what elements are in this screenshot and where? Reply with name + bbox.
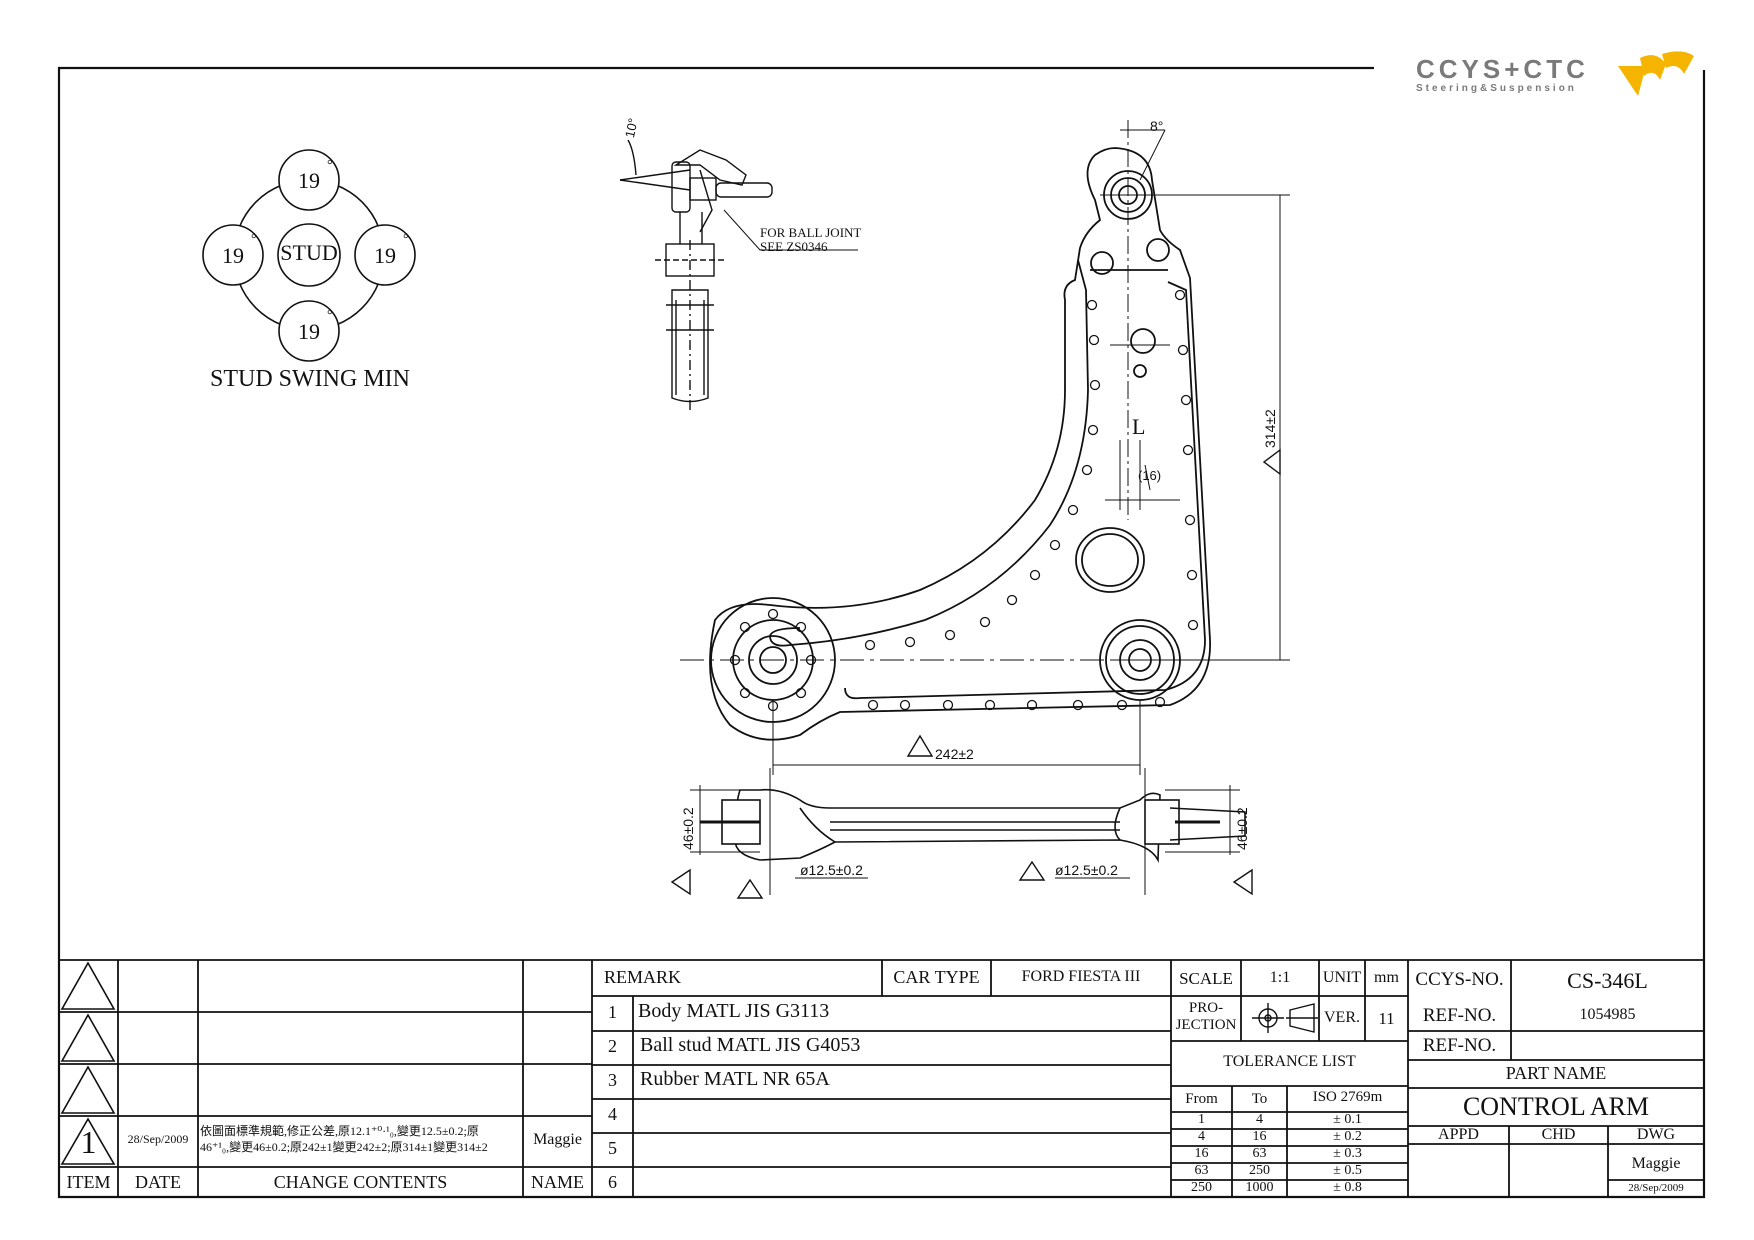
tol-to-header: To (1251, 1091, 1268, 1107)
ball-joint-note-2: SEE ZS0346 (760, 239, 828, 254)
section-view-drawing (690, 768, 1246, 895)
remark-header: REMARK (604, 967, 682, 987)
tol-row-2-from: 4 (1198, 1129, 1205, 1144)
scale-value: 1:1 (1269, 969, 1291, 986)
version-label: VER. (1324, 1009, 1360, 1026)
logo-brand-text: CCYS+CTC (1416, 54, 1589, 84)
unit-value: mm (1374, 969, 1399, 986)
offset-dimension: (16) (1138, 468, 1162, 483)
dwg-name: Maggie (1631, 1155, 1681, 1172)
appd-label: APPD (1438, 1126, 1479, 1143)
unit-label: UNIT (1322, 969, 1362, 986)
stud-angle-right: 19 (374, 243, 396, 268)
degree-mark-top: ° (327, 158, 333, 173)
stud-swing-diagram (202, 149, 416, 362)
remark-row-1-no: 1 (608, 1002, 617, 1022)
plan-centerlines (680, 120, 1290, 775)
ccys-no-value: CS-346L (1567, 968, 1648, 993)
tol-row-2-value: ± 0.2 (1333, 1129, 1362, 1144)
tol-row-3-from: 16 (1194, 1146, 1209, 1161)
stud-angle-bottom: 19 (298, 319, 320, 344)
revision-change-line-2: 46⁺¹₀,變更46±0.2;原242±1變更242±2;原314±1變更314… (200, 1140, 488, 1154)
side-mark-label: L (1132, 414, 1146, 439)
tol-row-5-to: 1000 (1245, 1180, 1274, 1195)
tol-row-4-to: 250 (1249, 1163, 1270, 1178)
date-header: DATE (135, 1172, 181, 1192)
tol-row-5-value: ± 0.8 (1333, 1180, 1362, 1195)
right-bore-dim: ø12.5±0.2 (1055, 862, 1118, 878)
stud-angle-top: 19 (298, 168, 320, 193)
stud-center-label: STUD (280, 240, 338, 265)
right-height-dim: 46±0.2 (1234, 807, 1250, 850)
height-dimension: 314±2 (1262, 409, 1278, 448)
ref-no-label-1: REF-NO. (1422, 1005, 1497, 1026)
sheet-border (57, 66, 1706, 1199)
stud-swing-caption: STUD SWING MIN (210, 366, 410, 392)
tol-row-1-to: 4 (1256, 1112, 1263, 1127)
title-block-grid (59, 959, 1704, 1197)
logo-tagline: Steering&Suspension (1416, 83, 1577, 94)
change-contents-header: CHANGE CONTENTS (273, 1172, 448, 1192)
remark-row-1-text: Body MATL JIS G3113 (638, 1000, 830, 1022)
part-name-value: CONTROL ARM (1462, 1092, 1650, 1121)
version-value: 11 (1378, 1009, 1395, 1028)
width-dimension: 242±2 (935, 746, 974, 762)
ccys-no-label: CCYS-NO. (1415, 969, 1504, 990)
remark-row-6-no: 6 (608, 1172, 617, 1192)
remark-row-2-text: Ball stud MATL JIS G4053 (640, 1034, 861, 1056)
degree-mark-left: ° (251, 232, 257, 247)
ref-no-value-1: 1054985 (1579, 1006, 1636, 1023)
projection-label-2: JECTION (1175, 1017, 1237, 1033)
degree-mark-bottom: ° (327, 308, 333, 323)
left-height-dim: 46±0.2 (680, 807, 696, 850)
stud-angle-left: 19 (222, 243, 244, 268)
revision-name: Maggie (533, 1131, 582, 1148)
tol-row-5-from: 250 (1191, 1180, 1212, 1195)
projection-symbol-icon (1252, 1003, 1318, 1033)
left-bore-dim: ø12.5±0.2 (800, 862, 863, 878)
dwg-date: 28/Sep/2009 (1628, 1182, 1684, 1194)
tol-from-header: From (1185, 1091, 1218, 1107)
logo-mark-icon (1618, 51, 1694, 96)
item-header: ITEM (66, 1172, 111, 1192)
remark-row-2-no: 2 (608, 1036, 617, 1056)
chd-label: CHD (1541, 1126, 1576, 1143)
name-header: NAME (531, 1172, 584, 1192)
projection-label-1: PRO- (1188, 1000, 1224, 1016)
datum-triangles (670, 448, 1281, 899)
dwg-label: DWG (1636, 1126, 1676, 1143)
rivet-holes (729, 289, 1199, 712)
car-type-label: CAR TYPE (893, 967, 980, 987)
car-type-value: FORD FIESTA III (1021, 968, 1141, 985)
ref-no-label-2: REF-NO. (1422, 1035, 1497, 1056)
remark-row-5-no: 5 (608, 1138, 617, 1158)
side-view-drawing (619, 139, 858, 410)
degree-mark-right: ° (403, 232, 409, 247)
tol-row-2-to: 16 (1252, 1129, 1267, 1144)
tol-row-4-value: ± 0.5 (1333, 1163, 1362, 1178)
scale-label: SCALE (1179, 969, 1233, 988)
part-name-label: PART NAME (1505, 1063, 1607, 1083)
remark-row-3-text: Rubber MATL NR 65A (640, 1068, 830, 1090)
revision-date: 28/Sep/2009 (127, 1132, 189, 1146)
revision-change-line-1: 依圖面標準規範,修正公差,原12.1⁺⁰·¹₀,變更12.5±0.2;原 (200, 1124, 479, 1138)
tol-iso-header: ISO 2769m (1312, 1089, 1383, 1105)
remark-row-4-no: 4 (608, 1104, 617, 1124)
company-logo: CCYS+CTC Steering&Suspension (1416, 50, 1696, 100)
tol-row-1-value: ± 0.1 (1333, 1112, 1362, 1127)
plan-angle-dim: 8° (1150, 118, 1164, 134)
tol-row-3-to: 63 (1252, 1146, 1267, 1161)
tolerance-list-title: TOLERANCE LIST (1223, 1053, 1356, 1070)
tol-row-3-value: ± 0.3 (1333, 1146, 1362, 1161)
revision-triangles (60, 961, 116, 1165)
revision-item-number: 1 (80, 1124, 97, 1160)
ball-joint-note-1: FOR BALL JOINT (760, 225, 862, 240)
tol-row-4-from: 63 (1194, 1163, 1209, 1178)
remark-row-3-no: 3 (608, 1070, 617, 1090)
tol-row-1-from: 1 (1198, 1112, 1205, 1127)
